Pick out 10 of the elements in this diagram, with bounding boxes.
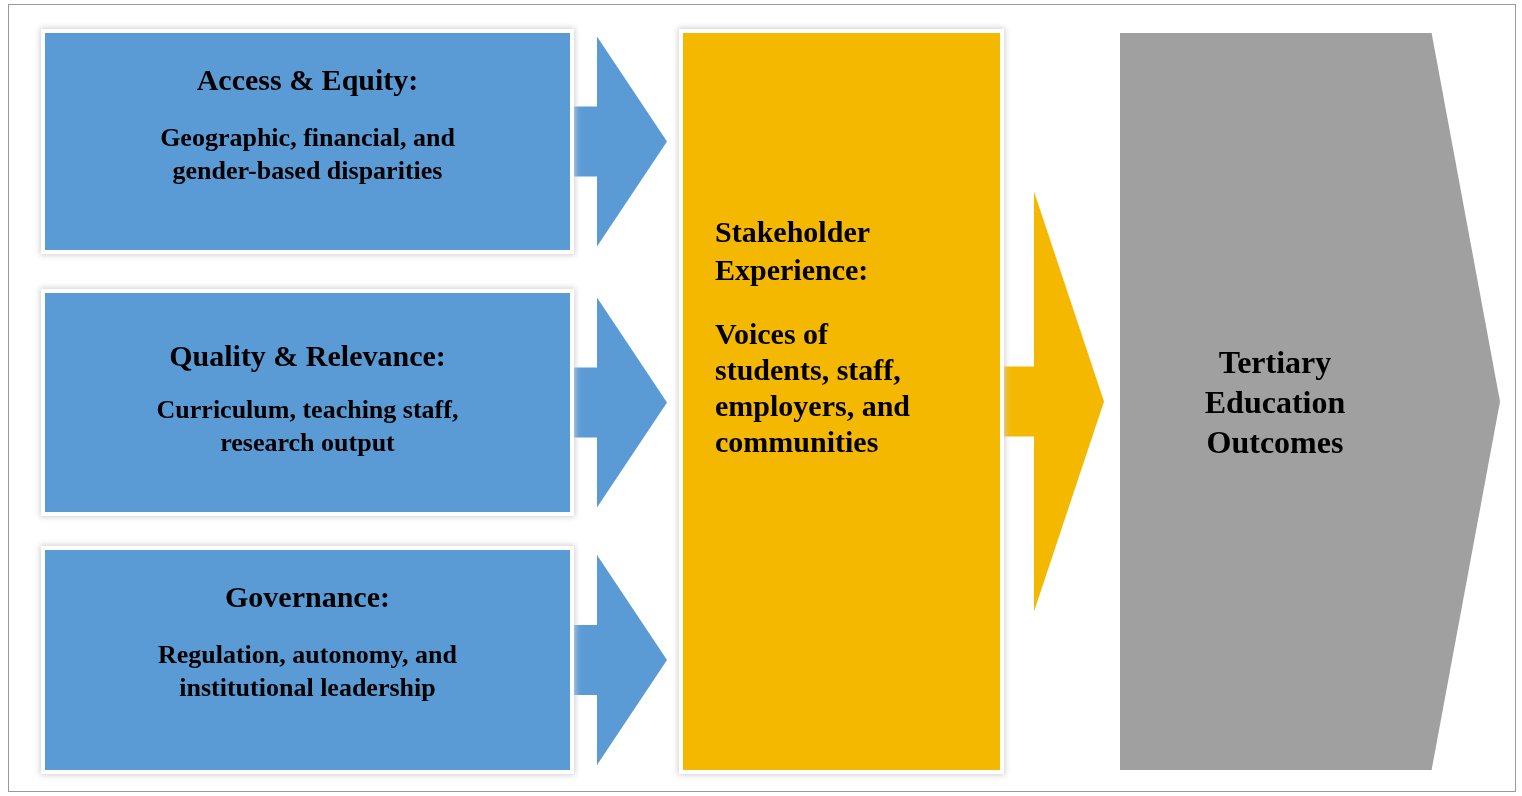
box-description: Regulation, autonomy, and institutional leadership	[156, 639, 459, 704]
box-heading: Access & Equity:	[196, 62, 419, 98]
box-heading: Stakeholder Experience:	[715, 214, 871, 288]
box-heading: Governance:	[225, 579, 390, 615]
process-box	[1120, 33, 1500, 770]
box-description: Curriculum, teaching staff, research output	[155, 394, 460, 459]
box-heading: Tertiary Education Outcomes	[1203, 342, 1347, 462]
box-description: Voices of students, staff, employers, and communities	[715, 316, 911, 460]
box-description: Geographic, financial, and gender-based disparities	[159, 122, 456, 187]
box-heading: Quality & Relevance:	[169, 338, 446, 374]
